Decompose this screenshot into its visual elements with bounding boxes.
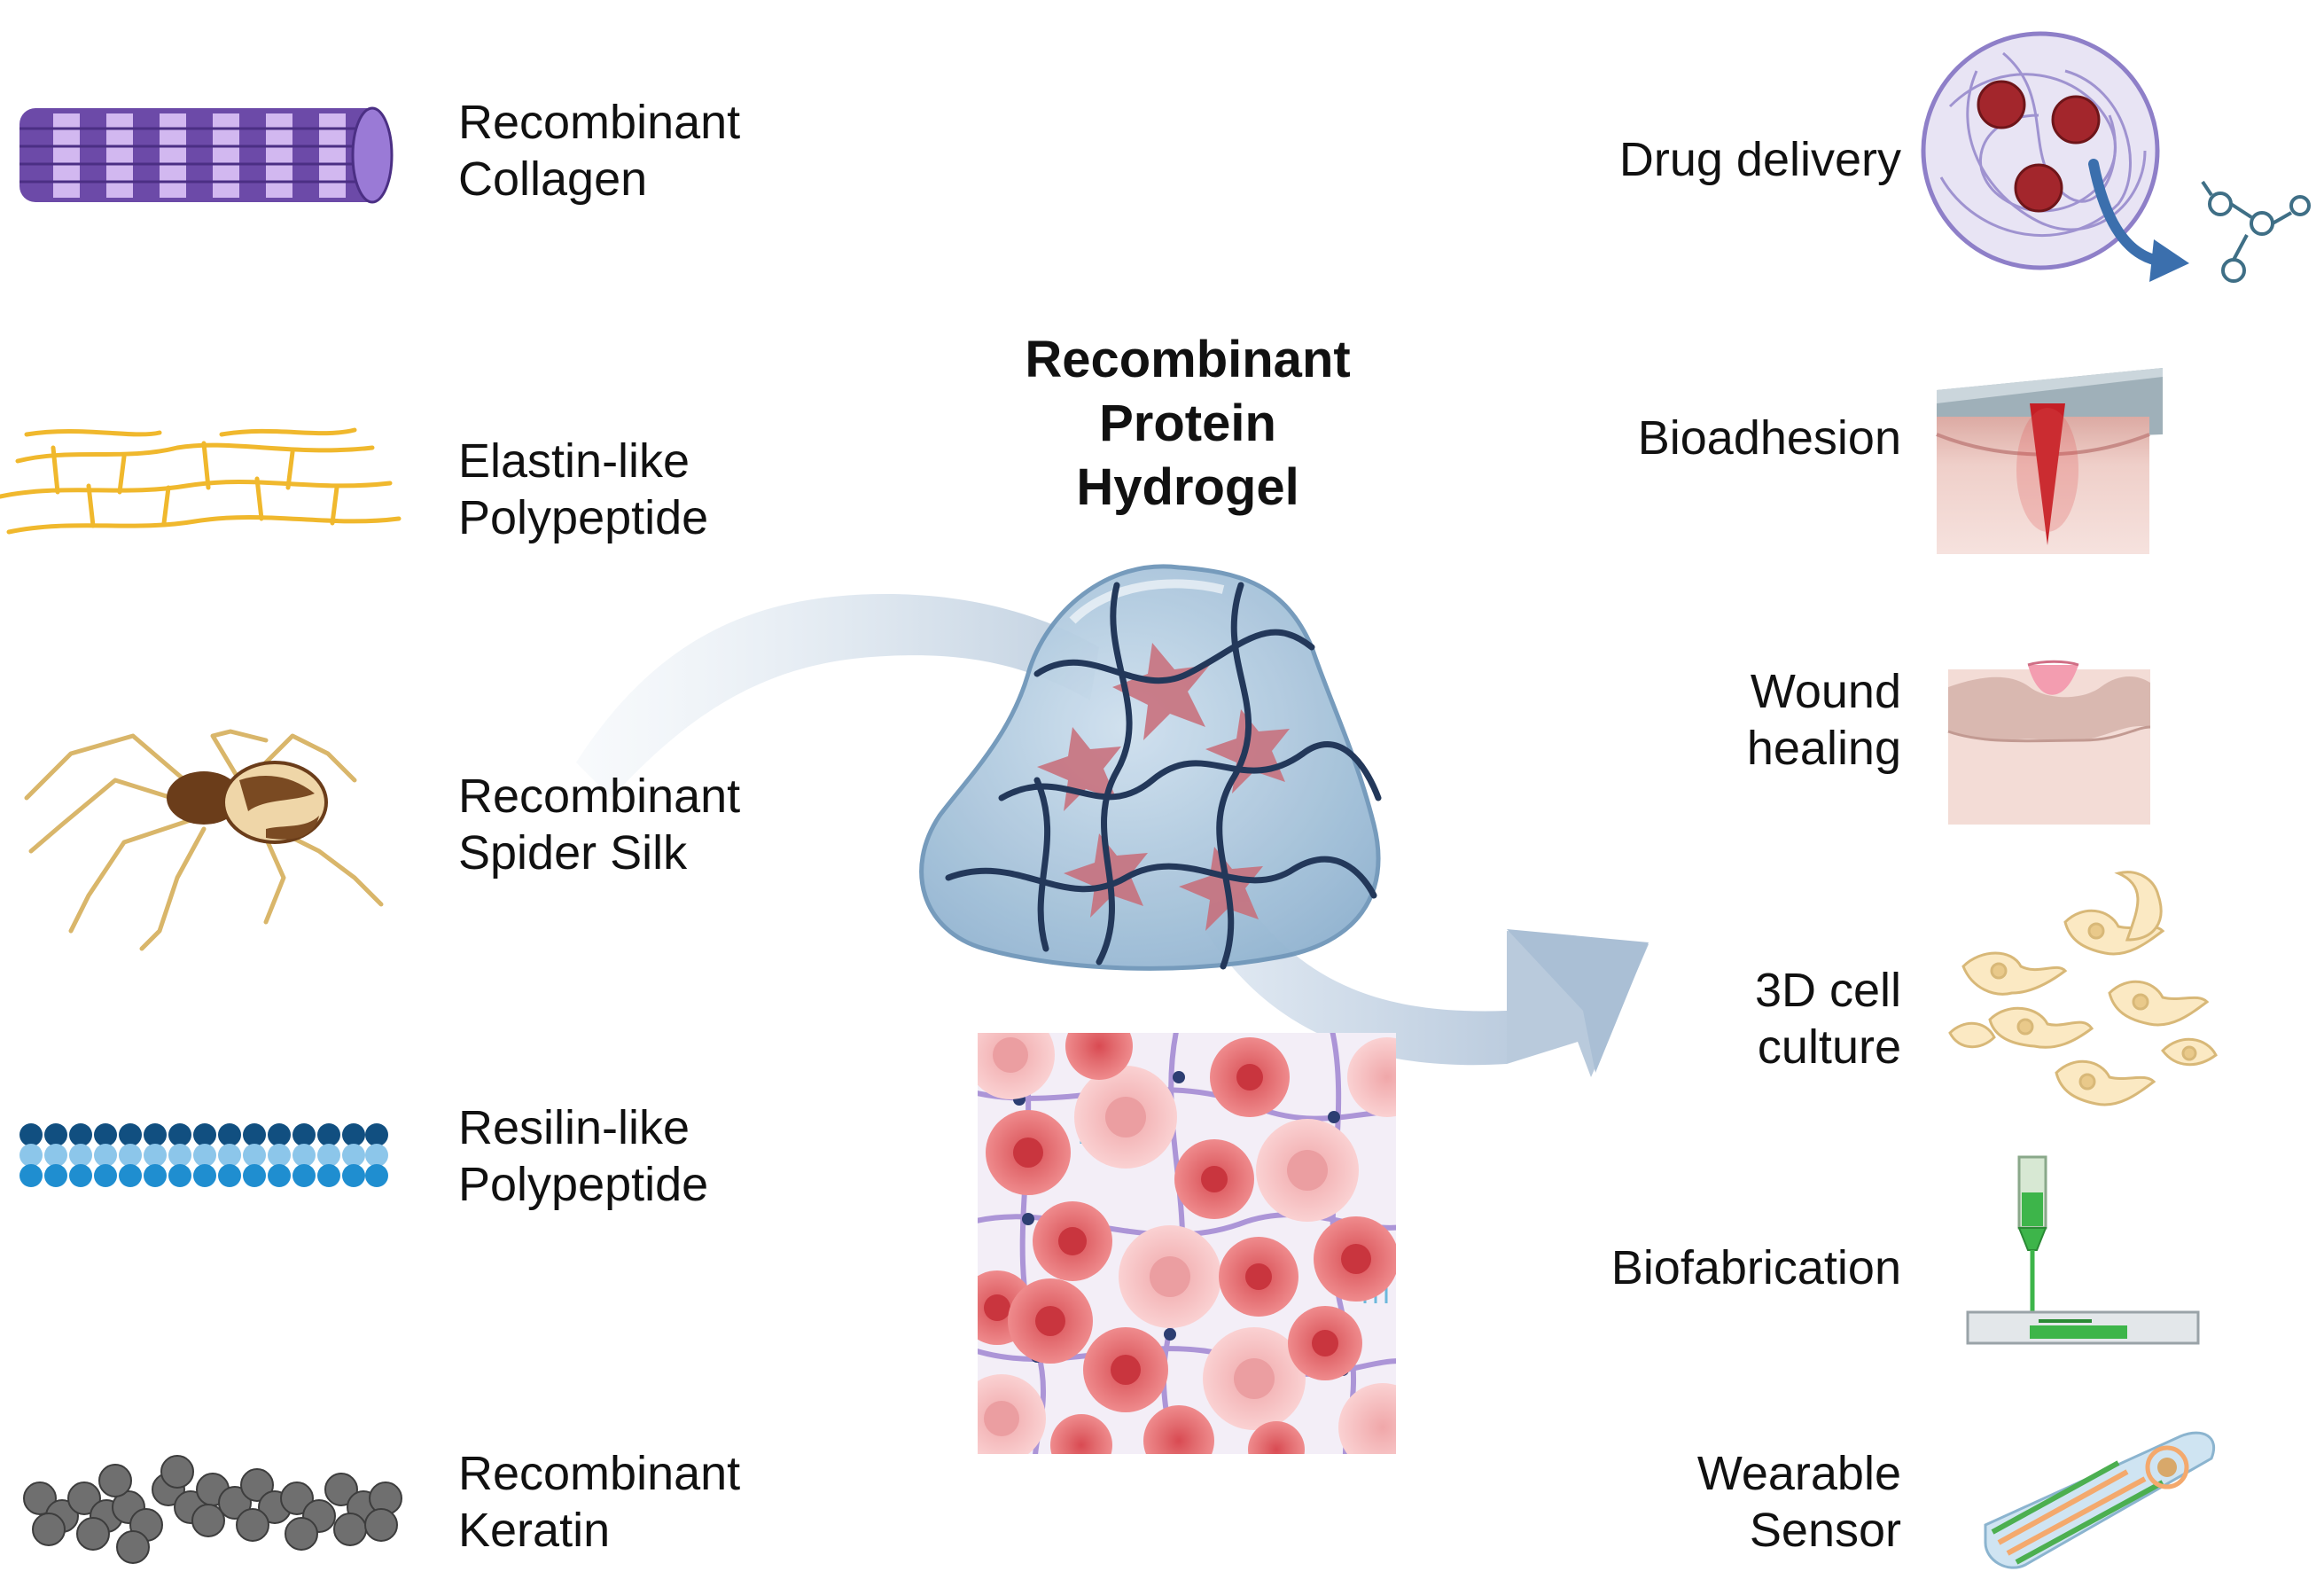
source-label-collagen: Recombinant Collagen: [458, 94, 740, 207]
application-label-line: 3D cell: [1754, 964, 1901, 1017]
input-arrow: [576, 594, 1099, 798]
source-label-resilin: Resilin-like Polypeptide: [458, 1099, 708, 1213]
cell-culture-icon: [1948, 871, 2218, 1106]
title-line-1: Recombinant: [1025, 331, 1351, 388]
resilin-chain-icon: [19, 1123, 388, 1187]
application-label-line: culture: [1757, 1020, 1901, 1074]
polymer-network: [945, 582, 1382, 970]
application-label-line: healing: [1746, 722, 1901, 775]
source-label-line: Elastin-like: [458, 434, 690, 488]
cell-matrix-illustration: [978, 1033, 1396, 1454]
spider-icon: [24, 729, 384, 951]
bioprinter-icon: [1966, 1155, 2200, 1345]
output-arrow: [1205, 895, 1649, 1077]
hydrogel-icon: [919, 564, 1382, 971]
application-label-line: Wearable: [1696, 1447, 1901, 1500]
source-label-line: Recombinant: [458, 96, 741, 149]
source-label-line: Recombinant: [458, 770, 741, 823]
elastin-network-icon: [0, 427, 402, 535]
bioadhesion-icon: [1936, 368, 2163, 554]
source-label-line: Spider Silk: [458, 826, 688, 879]
application-label-bioadhesion: Bioadhesion: [1638, 410, 1901, 466]
collagen-fiber-icon: [19, 106, 394, 204]
application-label-line: Bioadhesion: [1637, 411, 1901, 465]
sensor-icon: [1984, 1431, 2215, 1569]
application-label-biofabrication: Biofabrication: [1611, 1239, 1901, 1296]
application-label-drug-delivery: Drug delivery: [1619, 131, 1901, 188]
source-label-line: Resilin-like: [458, 1101, 690, 1154]
application-label-line: Drug delivery: [1618, 133, 1901, 186]
source-label-line: Keratin: [458, 1504, 611, 1557]
drug-delivery-icon: [1921, 31, 2311, 283]
source-label-line: Polypeptide: [458, 491, 709, 544]
source-label-keratin: Recombinant Keratin: [458, 1445, 740, 1559]
application-label-wearable-sensor: Wearable Sensor: [1697, 1445, 1901, 1559]
title-line-2: Protein: [1099, 395, 1276, 452]
application-label-line: Sensor: [1749, 1504, 1901, 1557]
keratin-chain-icon: [23, 1455, 402, 1564]
source-label-line: Polypeptide: [458, 1158, 709, 1211]
application-label-line: Wound: [1750, 665, 1901, 718]
source-label-line: Recombinant: [458, 1447, 741, 1500]
wound-healing-icon: [1947, 660, 2151, 825]
title-line-3: Hydrogel: [1076, 458, 1299, 516]
source-label-spider-silk: Recombinant Spider Silk: [458, 768, 740, 881]
diagram-title: Recombinant Protein Hydrogel: [975, 328, 1400, 520]
application-label-line: Biofabrication: [1610, 1241, 1901, 1294]
source-label-elastin: Elastin-like Polypeptide: [458, 433, 708, 546]
application-label-wound-healing: Wound healing: [1747, 663, 1901, 777]
source-label-line: Collagen: [458, 152, 648, 206]
application-label-3d-cell-culture: 3D cell culture: [1755, 962, 1901, 1075]
